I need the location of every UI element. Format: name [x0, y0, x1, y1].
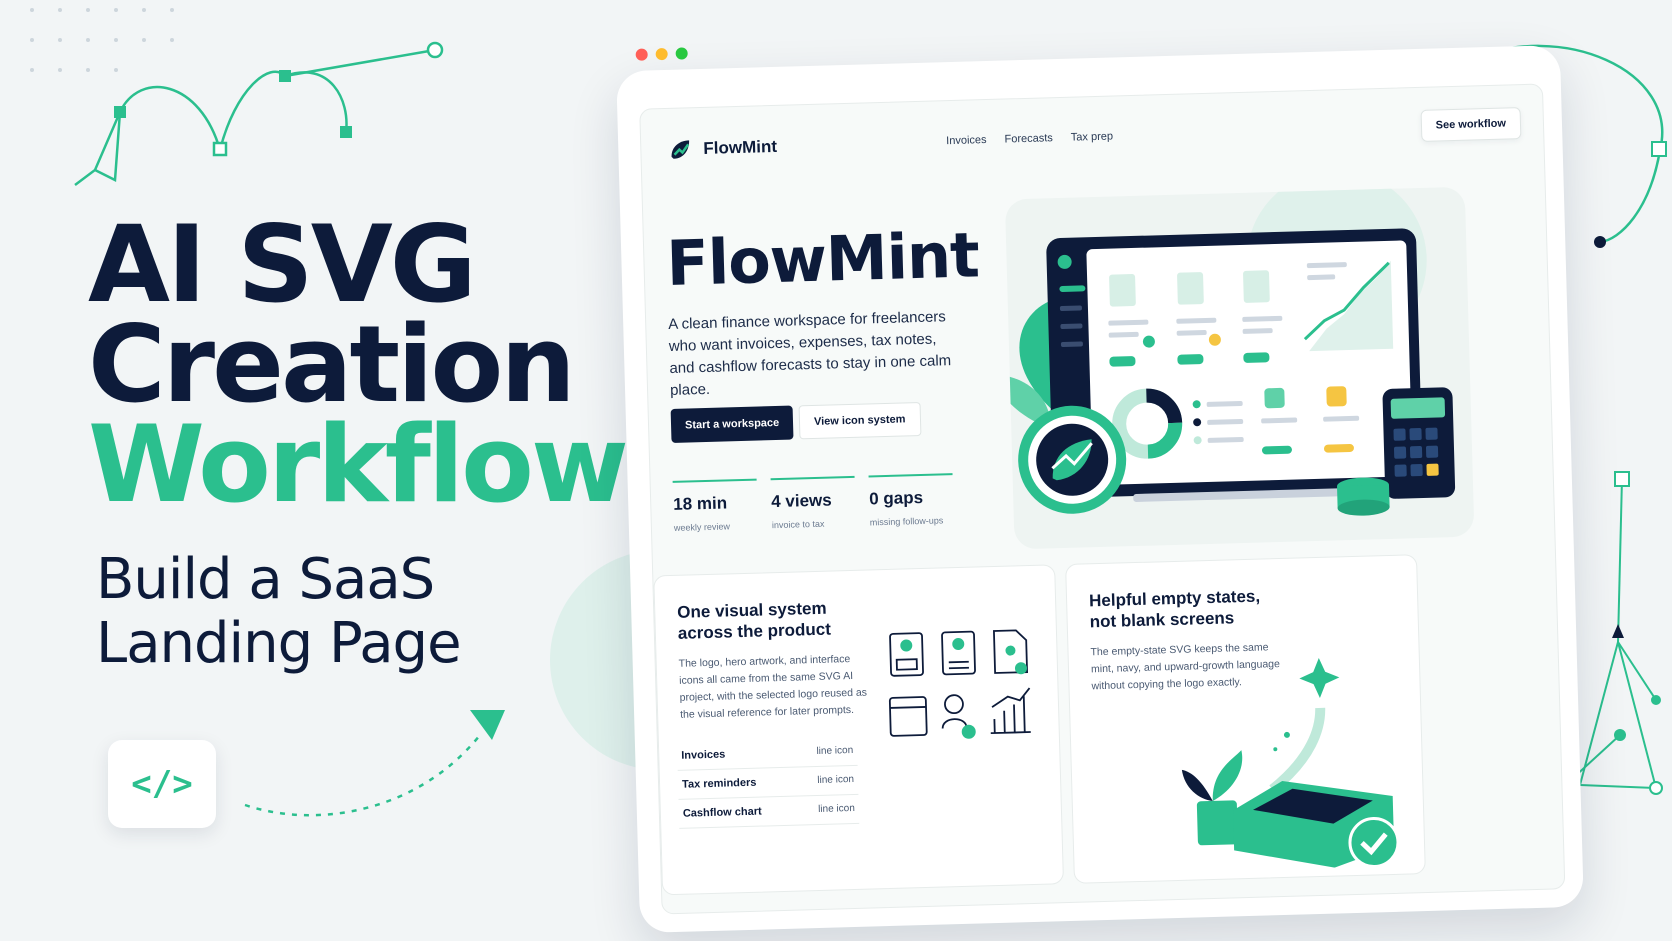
- stat-value: 0 gaps: [868, 487, 924, 509]
- page-title: FlowMint: [665, 218, 980, 301]
- icon-name: Tax reminders: [681, 776, 757, 791]
- minimize-dot[interactable]: [655, 47, 668, 61]
- client-payment-icon: [944, 694, 964, 715]
- pen-tool-icon: [74, 48, 436, 186]
- hero-illustration: [998, 170, 1475, 550]
- close-dot[interactable]: [635, 48, 648, 61]
- stat-label: invoice to tax: [771, 518, 825, 531]
- icon-type: line icon: [817, 773, 855, 787]
- calendar-icon: [888, 696, 928, 737]
- stats-row: 18 min weekly review 4 views invoice to …: [672, 473, 954, 533]
- nav-links: Invoices Forecasts Tax prep: [946, 131, 1113, 148]
- icon-type: line icon: [816, 744, 854, 758]
- stat-value: 4 views: [770, 490, 832, 512]
- window-controls: [635, 47, 688, 61]
- headline-line-2: Creation: [88, 303, 576, 426]
- headline-line-1: AI SVG: [88, 203, 477, 326]
- list-item: Cashflow chart line icon: [678, 794, 860, 829]
- growth-chart-icon: [990, 696, 1031, 735]
- empty-tray-illustration: [1181, 657, 1400, 868]
- stat-value: 18 min: [672, 493, 728, 514]
- start-workspace-button[interactable]: Start a workspace: [670, 405, 794, 443]
- nav-item-tax-prep[interactable]: Tax prep: [1070, 130, 1114, 144]
- subhead-line-2: Landing Page: [96, 611, 462, 676]
- site-logo[interactable]: FlowMint: [667, 134, 777, 163]
- maximize-dot[interactable]: [675, 47, 688, 60]
- site-nav: FlowMint Invoices Forecasts Tax prep See…: [640, 85, 1544, 190]
- nav-item-forecasts[interactable]: Forecasts: [1004, 132, 1054, 146]
- icon-list: Invoices line icon Tax reminders line ic…: [676, 736, 860, 829]
- stat-label: missing follow-ups: [869, 515, 944, 528]
- dashboard-laptop-illustration: [998, 170, 1456, 516]
- icon-type: line icon: [817, 802, 855, 815]
- stat-item: 0 gaps missing follow-ups: [868, 473, 954, 528]
- main-headline: AI SVG Creation Workflow:: [88, 203, 668, 526]
- receipt-icon: [941, 630, 976, 676]
- subhead-line-1: Build a SaaS: [96, 547, 435, 612]
- tax-document-icon: [992, 629, 1029, 674]
- line-icon-grid: [888, 629, 1031, 739]
- logo-text: FlowMint: [703, 136, 778, 158]
- flowmint-logo-icon: [671, 140, 690, 159]
- code-icon: </>: [108, 740, 216, 828]
- nav-item-invoices[interactable]: Invoices: [946, 134, 987, 148]
- landing-page: FlowMint Invoices Forecasts Tax prep See…: [639, 83, 1566, 915]
- card-title: One visual system across the product: [677, 598, 832, 643]
- icon-name: Invoices: [681, 748, 726, 762]
- card-text: The logo, hero artwork, and interface ic…: [678, 653, 868, 721]
- subheadline: Build a SaaS Landing Page: [96, 547, 462, 676]
- view-icon-system-button[interactable]: View icon system: [798, 401, 921, 440]
- browser-window: FlowMint Invoices Forecasts Tax prep See…: [616, 44, 1584, 934]
- stat-item: 18 min weekly review: [672, 478, 759, 533]
- icon-name: Cashflow chart: [682, 805, 762, 820]
- card-title: Helpful empty states, not blank screens: [1088, 586, 1261, 632]
- invoice-icon: [889, 632, 924, 677]
- see-workflow-button[interactable]: See workflow: [1420, 107, 1522, 142]
- visual-system-card: One visual system across the product The…: [653, 564, 1065, 896]
- stat-label: weekly review: [673, 521, 731, 533]
- hero-description: A clean finance workspace for freelancer…: [668, 308, 952, 399]
- headline-accent: Workflow:: [88, 403, 668, 526]
- empty-states-card: Helpful empty states, not blank screens …: [1065, 554, 1426, 884]
- stat-item: 4 views invoice to tax: [770, 475, 856, 531]
